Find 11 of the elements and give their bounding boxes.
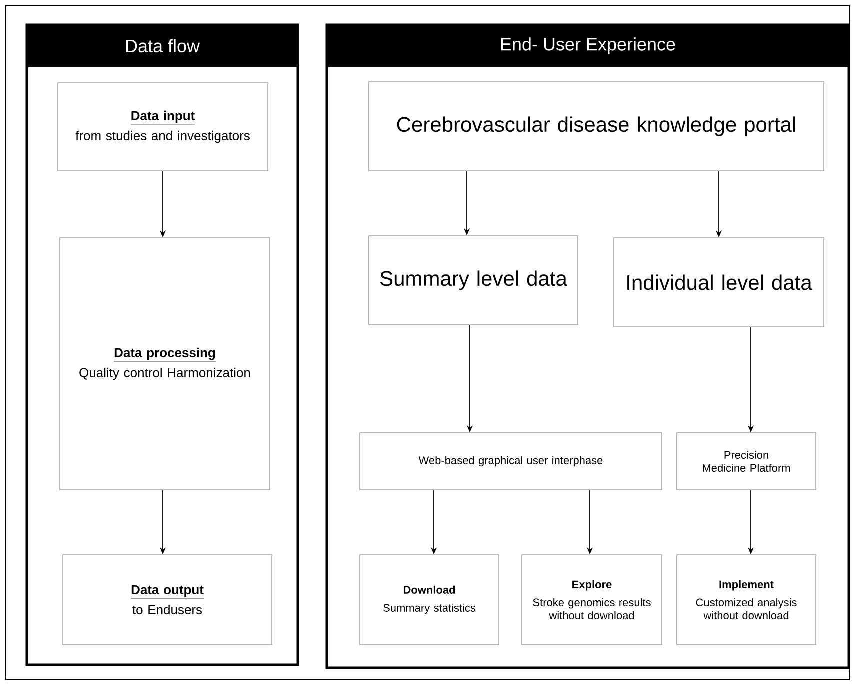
process-box: Individual level data: [614, 238, 824, 328]
process-box: Data output to Endusers: [62, 554, 272, 646]
process-box: Data input from studies and investigators: [58, 82, 268, 172]
process-box: Explore Stroke genomics results without download: [522, 554, 662, 646]
process-box: Precision Medicine Platform: [676, 432, 816, 490]
process-box: Download Summary statistics: [360, 554, 500, 646]
process-box: Cerebrovascular disease knowledge portal: [368, 82, 824, 172]
process-box: Data processing Quality control Harmonization: [60, 238, 270, 490]
process-box: Summary level data: [368, 236, 578, 326]
process-box: Web-based graphical user interphase: [360, 432, 662, 490]
process-box: Implement Customized analysis without download: [676, 554, 816, 646]
